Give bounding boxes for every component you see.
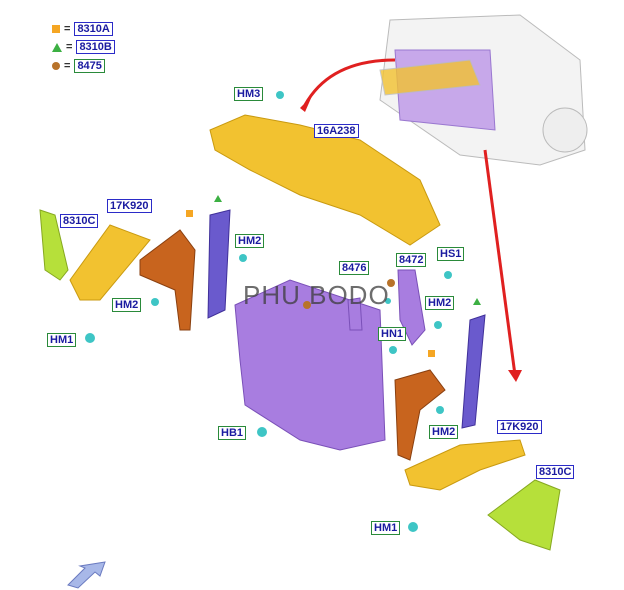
equals: =: [64, 23, 71, 35]
fasteners: [85, 91, 452, 532]
part-17k920-left: [69, 224, 151, 301]
part-orange-bracket-right: [394, 369, 446, 461]
label-hn1[interactable]: HN1: [378, 327, 407, 341]
part-16a238-upper-shield: [209, 114, 441, 246]
square-icon: [52, 25, 60, 33]
legend-8310b: =8310B: [52, 40, 115, 54]
part-17k920-right: [404, 439, 526, 491]
triangle-icon: [52, 42, 62, 52]
label-hm3[interactable]: HM3: [234, 87, 264, 101]
callout-arrow-right: [483, 149, 517, 376]
part-radiator-support: [234, 279, 386, 451]
label-8472[interactable]: 8472: [396, 253, 427, 267]
vehicle-front-view: [379, 14, 588, 166]
legend-markers: [186, 195, 481, 357]
label-17k920-left[interactable]: 17K920: [107, 199, 152, 213]
circle-icon: [52, 62, 60, 70]
label-hm2-a[interactable]: HM2: [235, 234, 265, 248]
view-direction-arrow: [67, 561, 106, 589]
label-17k920-right[interactable]: 17K920: [497, 420, 542, 434]
callout-arrowhead-top: [300, 96, 312, 112]
part-8476: [347, 297, 363, 331]
label-hb1[interactable]: HB1: [218, 426, 247, 440]
label-hm1-right[interactable]: HM1: [371, 521, 401, 535]
label-16a238[interactable]: 16A238: [314, 124, 359, 138]
legend-code: 8475: [74, 59, 105, 73]
watermark: PHU BODO: [243, 280, 390, 310]
legend-code: 8310B: [76, 40, 115, 54]
legend-8475: =8475: [52, 59, 105, 73]
equals: =: [66, 41, 73, 53]
part-orange-bracket-left: [139, 229, 196, 331]
label-hm2-d[interactable]: HM2: [429, 425, 459, 439]
label-hs1[interactable]: HS1: [437, 247, 465, 261]
label-8310c-right[interactable]: 8310C: [536, 465, 575, 479]
equals: =: [64, 60, 71, 72]
legend-8310a: =8310A: [52, 22, 113, 36]
label-hm1-left[interactable]: HM1: [47, 333, 77, 347]
label-8476[interactable]: 8476: [339, 261, 370, 275]
part-8310c-right: [487, 479, 561, 551]
label-hm2-c[interactable]: HM2: [425, 296, 455, 310]
part-8310c-left: [39, 209, 69, 281]
legend-code: 8310A: [74, 22, 113, 36]
part-blue-strip-left: [207, 209, 231, 319]
callout-arrowhead-right: [508, 370, 522, 382]
label-8310c-left[interactable]: 8310C: [60, 214, 99, 228]
label-hm2-b[interactable]: HM2: [112, 298, 142, 312]
part-8472: [397, 269, 426, 346]
callout-arrow-top: [303, 58, 396, 106]
part-blue-strip-right: [461, 314, 486, 429]
